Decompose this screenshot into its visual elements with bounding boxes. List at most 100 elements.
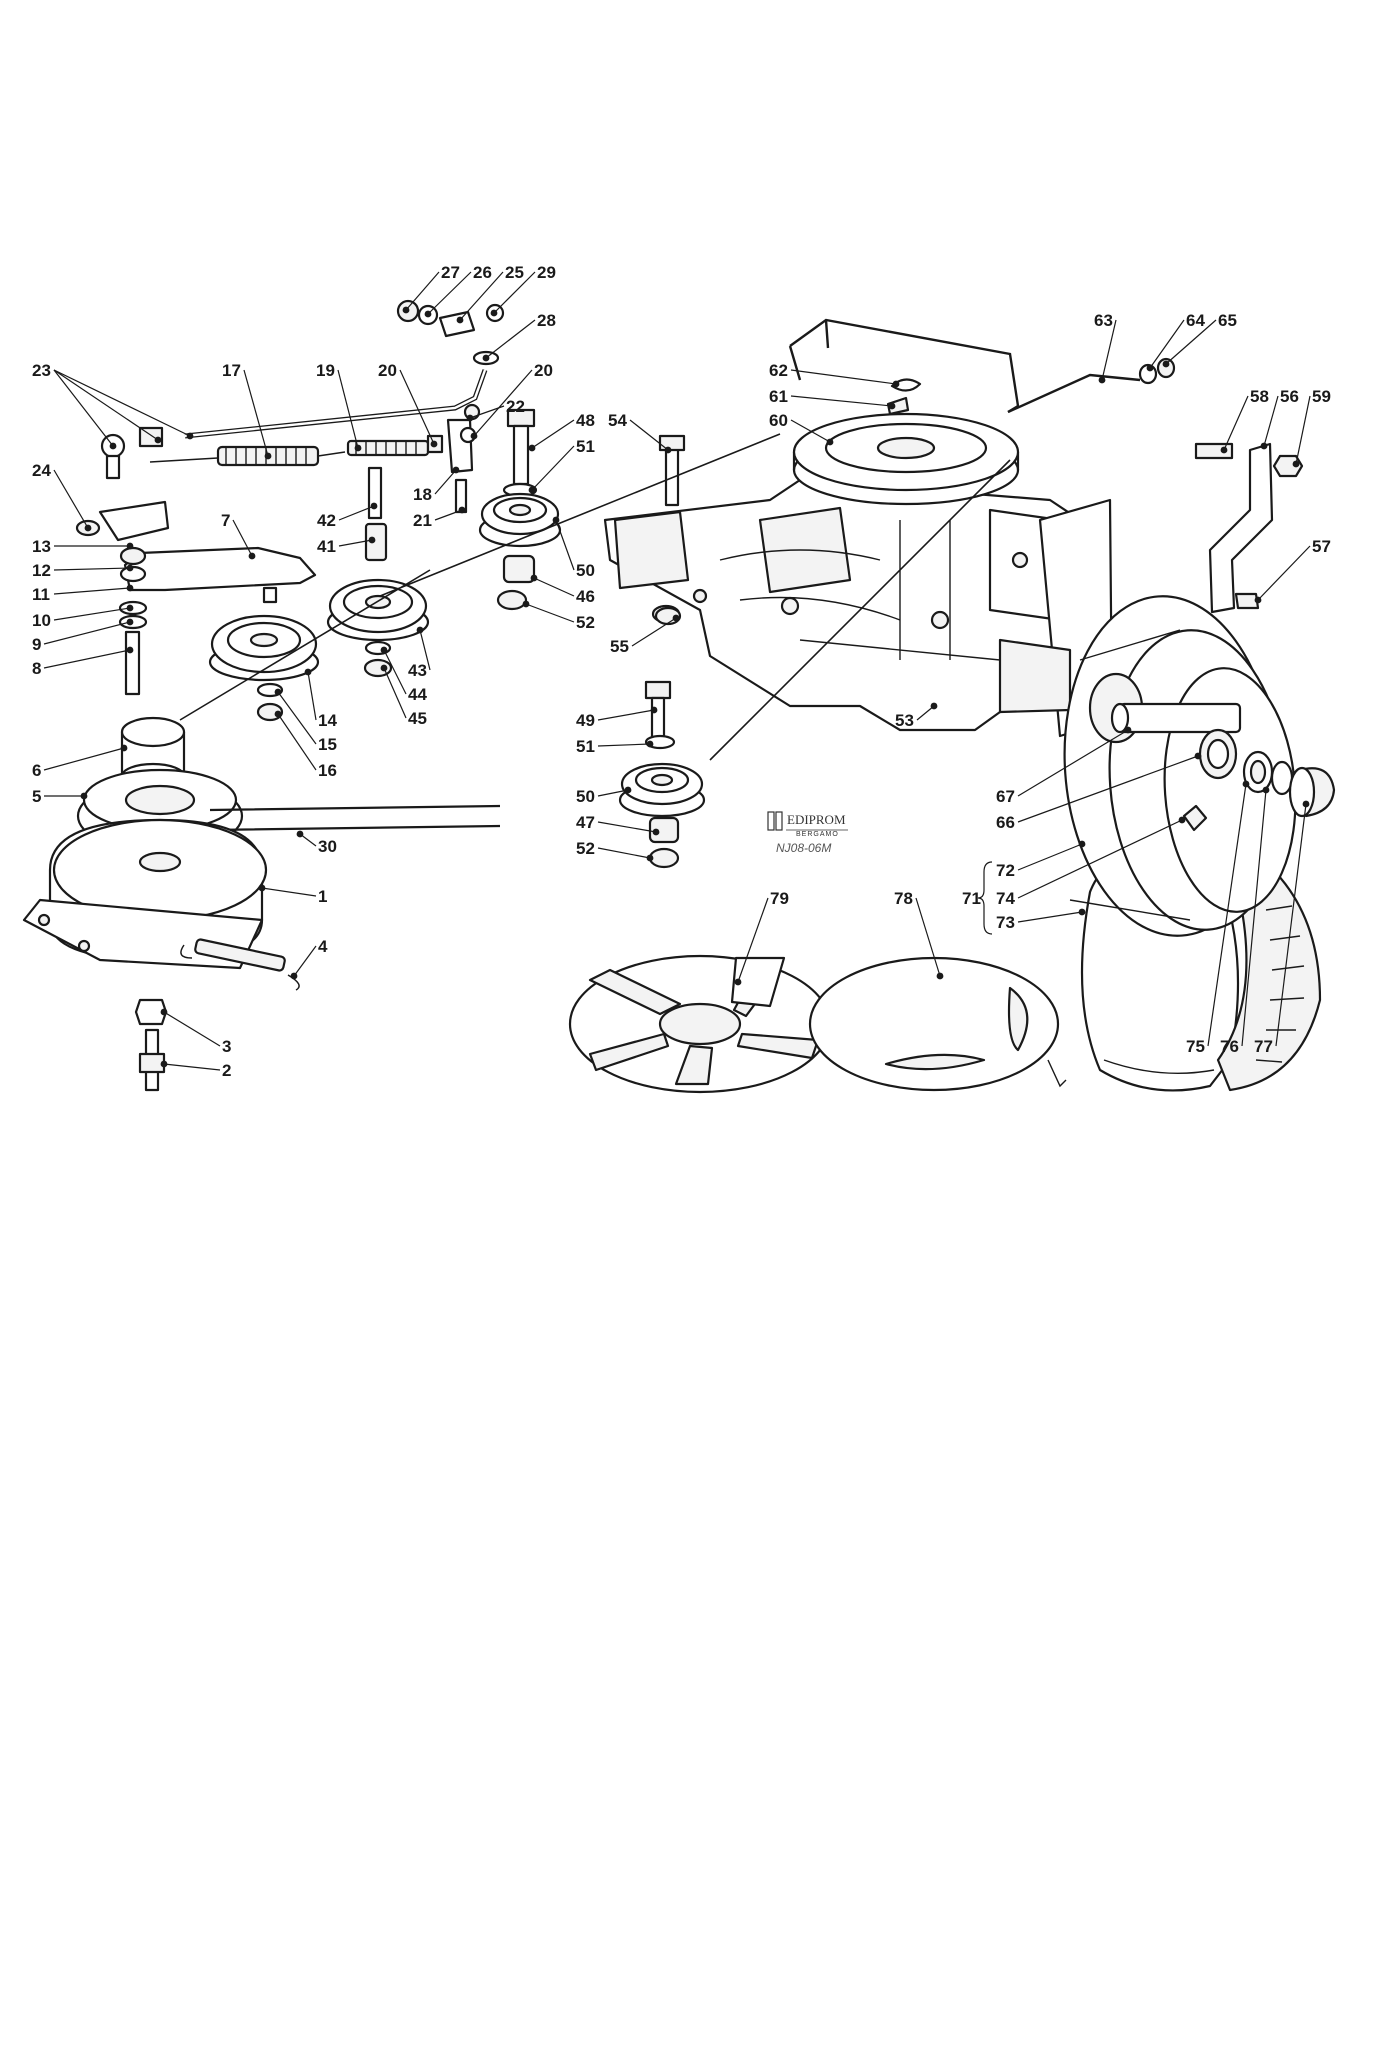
- callout-dot: [528, 444, 536, 452]
- callout-78: 78: [894, 889, 944, 980]
- callout-20a: 20: [378, 361, 438, 448]
- callout-leader: [915, 897, 941, 977]
- callout-3: 3: [160, 1008, 231, 1056]
- callout-dot: [424, 310, 432, 318]
- callout-label: 11: [32, 585, 50, 604]
- callout-label: 49: [576, 711, 595, 730]
- callout-leader: [1223, 395, 1249, 451]
- callout-28: 28: [482, 311, 556, 362]
- callout-dot: [80, 792, 88, 800]
- callout-leader: [1017, 911, 1083, 923]
- callout-dot: [936, 972, 944, 980]
- callout-leader: [53, 607, 131, 621]
- callout-13: 13: [32, 537, 134, 556]
- callout-79: 79: [734, 889, 789, 986]
- callout-label: 43: [408, 661, 427, 680]
- callout-12: 12: [32, 561, 134, 580]
- callout-73: 73: [996, 908, 1086, 932]
- callout-label: 7: [221, 511, 230, 530]
- callout-label: 54: [608, 411, 627, 430]
- callout-54: 54: [608, 411, 672, 454]
- callout-leader: [338, 505, 375, 521]
- callout-label: 41: [317, 537, 336, 556]
- callout-49: 49: [576, 706, 658, 730]
- callout-30: 30: [296, 830, 337, 856]
- callout-leader: [53, 469, 89, 529]
- callout-20b: 20: [470, 361, 553, 440]
- callout-label: 9: [32, 635, 41, 654]
- callout-leader: [1149, 319, 1185, 369]
- callout-leader: [525, 603, 575, 623]
- callout-label: 20: [534, 361, 553, 380]
- callout-label: 55: [610, 637, 629, 656]
- callout-52b: 52: [576, 839, 654, 862]
- callout-leader: [790, 395, 893, 407]
- callout-21: 21: [413, 506, 466, 530]
- callout-50b: 50: [576, 786, 632, 806]
- callout-label: 29: [537, 263, 556, 282]
- callout-23: 23: [32, 361, 194, 450]
- callout-dot: [186, 432, 194, 440]
- callout-leader: [1017, 819, 1183, 899]
- callout-leader: [531, 445, 575, 491]
- callout-dot: [160, 1060, 168, 1068]
- callout-leader: [53, 567, 131, 571]
- callout-67: 67: [996, 726, 1132, 806]
- callout-leader: [307, 671, 317, 721]
- callout-dot: [466, 414, 474, 422]
- callout-leader: [53, 369, 159, 441]
- callout-leader: [163, 1063, 221, 1071]
- control-rod-assembly: [100, 299, 505, 514]
- callout-label: 21: [413, 511, 432, 530]
- callout-dot: [274, 710, 282, 718]
- callout-24: 24: [32, 461, 92, 532]
- callout-label: 17: [222, 361, 241, 380]
- callout-17: 17: [222, 361, 272, 460]
- transaxle-assembly: [603, 318, 1176, 738]
- callout-label: 26: [473, 263, 492, 282]
- callout-dot: [734, 978, 742, 986]
- callout-26: 26: [424, 263, 492, 318]
- callout-leader: [493, 271, 536, 314]
- callout-dot: [248, 552, 256, 560]
- callout-dot: [552, 516, 560, 524]
- callout-leader: [459, 271, 504, 321]
- callout-dot: [530, 574, 538, 582]
- callout-label: 50: [576, 561, 595, 580]
- callout-label: 22: [506, 397, 525, 416]
- callout-label: 6: [32, 761, 41, 780]
- callout-label: 48: [576, 411, 595, 430]
- callout-label: 50: [576, 787, 595, 806]
- callout-leader: [631, 617, 677, 647]
- callout-dot: [126, 564, 134, 572]
- callout-label: 52: [576, 613, 595, 632]
- callout-dot: [624, 786, 632, 794]
- callout-leader: [597, 743, 651, 747]
- callout-leader: [337, 369, 359, 449]
- callout-leader: [597, 821, 657, 833]
- callout-dot: [1220, 446, 1228, 454]
- callout-label: 79: [770, 889, 789, 908]
- callout-label: 77: [1254, 1037, 1273, 1056]
- callout-dot: [522, 600, 530, 608]
- callout-77: 77: [1254, 800, 1310, 1056]
- callout-dot: [274, 688, 282, 696]
- callout-dot: [672, 614, 680, 622]
- callout-59: 59: [1292, 387, 1331, 468]
- callout-53: 53: [895, 702, 938, 730]
- callout-leader: [43, 747, 125, 771]
- callout-label: 62: [769, 361, 788, 380]
- callout-dot: [1194, 752, 1202, 760]
- callout-25: 25: [456, 263, 524, 324]
- callout-dot: [888, 402, 896, 410]
- callout-label: 52: [576, 839, 595, 858]
- callout-dot: [490, 309, 498, 317]
- callout-dot: [664, 446, 672, 454]
- callout-18: 18: [413, 466, 460, 504]
- callout-dot: [1078, 840, 1086, 848]
- callout-65: 65: [1162, 311, 1237, 368]
- callout-dot: [1260, 442, 1268, 450]
- callout-dot: [470, 432, 478, 440]
- callout-dot: [109, 442, 117, 450]
- callout-leader: [1101, 319, 1117, 381]
